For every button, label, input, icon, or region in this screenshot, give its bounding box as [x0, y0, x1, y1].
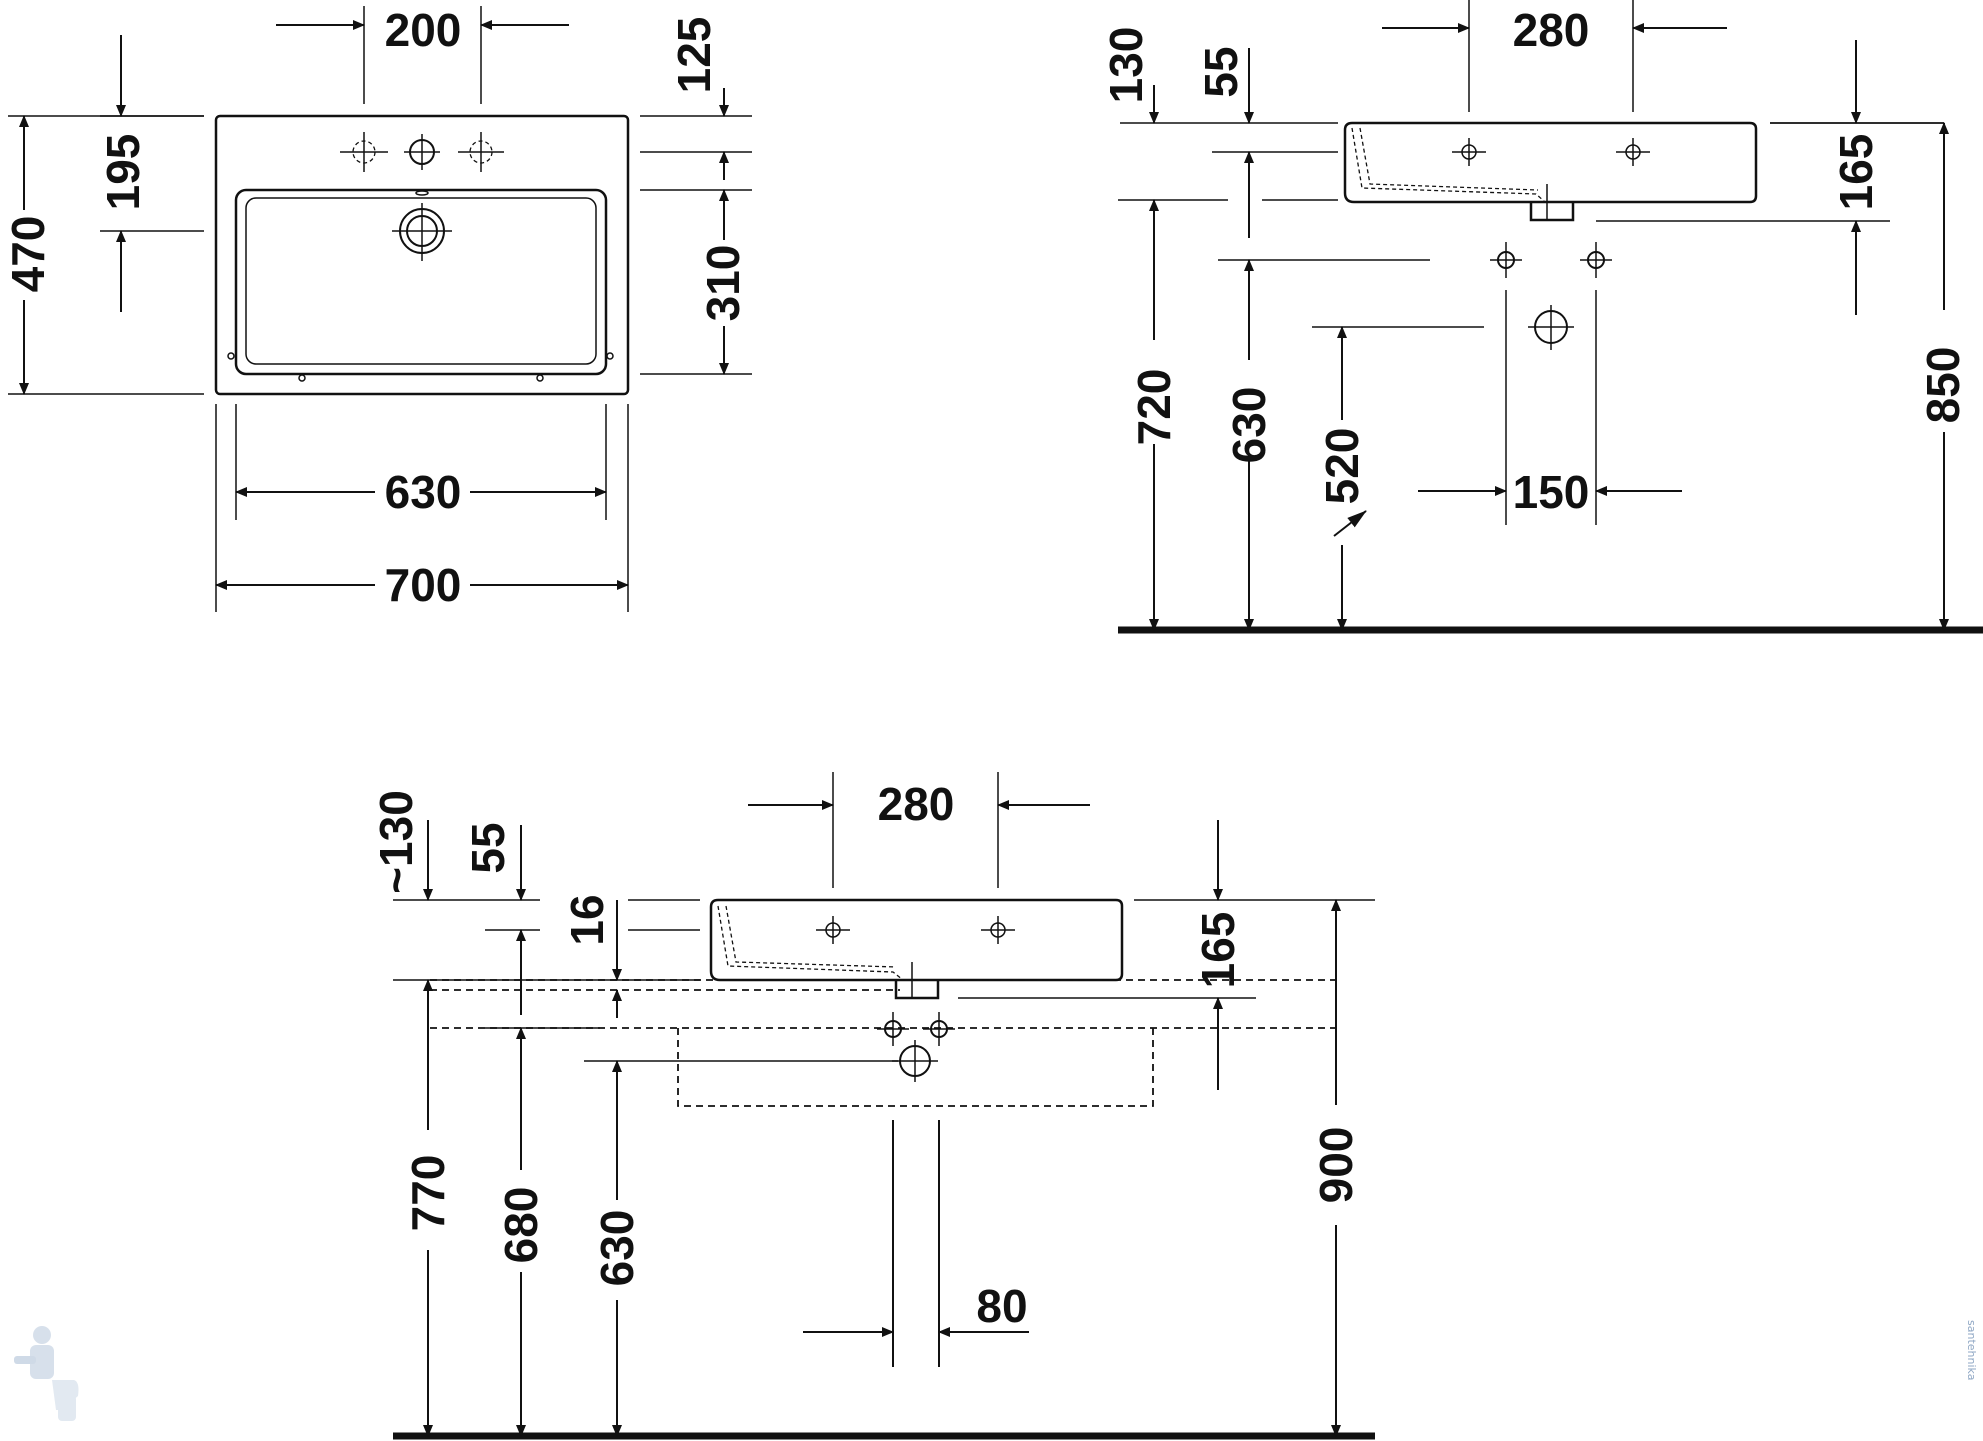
dim-680: 680 [495, 1187, 547, 1264]
supply-left-cabinet [877, 1012, 909, 1046]
dim-520: 520 [1316, 428, 1368, 505]
dim-280-wall: 280 [1513, 4, 1590, 56]
plumber-logo [14, 1326, 79, 1421]
dim-200: 200 [385, 4, 462, 56]
side-view-wall: 280 130 55 165 720 630 520 [1100, 0, 1983, 634]
dim-700: 700 [385, 559, 462, 611]
dim-130-cabinet: ~130 [370, 790, 422, 894]
dim-150: 150 [1513, 466, 1590, 518]
dim-470: 470 [2, 216, 54, 293]
dim-630-wall: 630 [1223, 387, 1275, 464]
dim-280-cabinet: 280 [878, 778, 955, 830]
bowl-inner [245, 197, 597, 365]
tap-hole-right-cabinet [981, 916, 1015, 944]
dim-55-cabinet: 55 [462, 822, 514, 873]
tap-hole-left-cabinet [816, 916, 850, 944]
cabinet-drawer [677, 1028, 1154, 1107]
dim-310: 310 [697, 245, 749, 322]
watermark-text: santehnika [1965, 1320, 1978, 1380]
dim-16: 16 [561, 894, 613, 945]
basin-profile [1343, 121, 1758, 204]
dim-630-cabinet: 630 [591, 1210, 643, 1287]
dim-720: 720 [1128, 369, 1180, 446]
dim-130-wall: 130 [1100, 27, 1152, 104]
waste-outlet-cabinet [892, 1040, 938, 1082]
dim-80: 80 [976, 1280, 1027, 1332]
drain-hole [392, 203, 452, 261]
tap-hole-center [404, 134, 440, 170]
dim-195: 195 [97, 134, 149, 211]
tap-hole-right-optional [458, 132, 504, 172]
dim-165-wall: 165 [1830, 134, 1882, 211]
dim-165-cabinet: 165 [1192, 912, 1244, 989]
dim-630-top: 630 [385, 466, 462, 518]
tap-hole-left [1452, 138, 1486, 166]
tap-hole-right [1616, 138, 1650, 166]
dim-850: 850 [1917, 347, 1969, 424]
dim-770: 770 [402, 1155, 454, 1232]
waste-outlet [1528, 305, 1574, 350]
washbasin-outline [214, 114, 630, 396]
tap-hole-left-optional [340, 132, 388, 172]
leader-arrow [1333, 510, 1367, 537]
supply-right-cabinet [923, 1012, 955, 1046]
top-view: 200 125 195 470 310 630 [2, 4, 752, 612]
side-view-cabinet: 280 ~130 55 16 165 770 680 [370, 772, 1375, 1440]
dim-55-wall: 55 [1195, 46, 1247, 97]
dim-125: 125 [668, 17, 720, 94]
supply-left [1490, 242, 1522, 278]
supply-right [1580, 242, 1612, 278]
dim-900: 900 [1310, 1127, 1362, 1204]
bowl-outer [234, 188, 608, 376]
